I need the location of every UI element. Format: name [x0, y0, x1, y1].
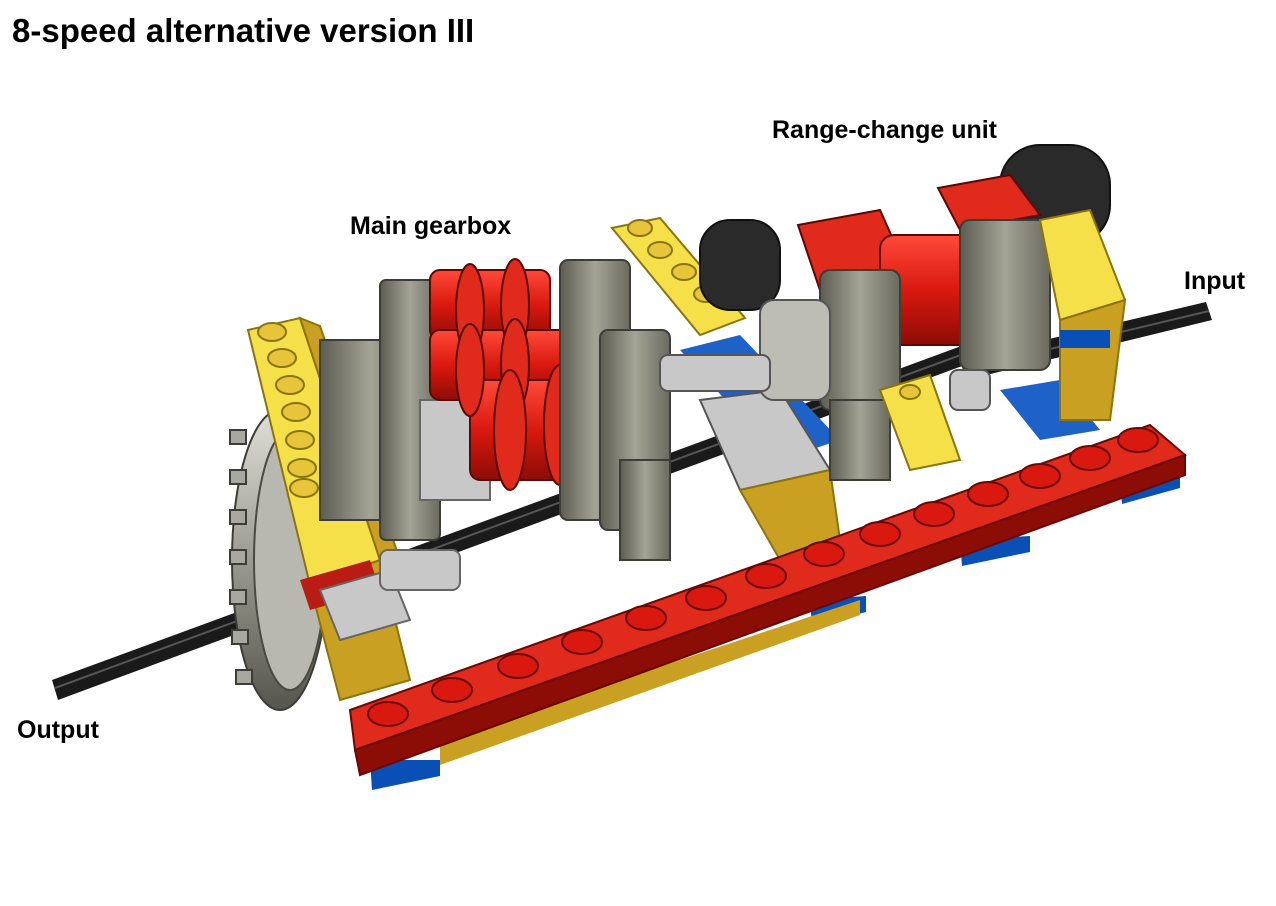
input-label: Input [1184, 267, 1246, 295]
range-change-unit-assembly [659, 144, 1127, 481]
front-red-beam [348, 423, 1187, 777]
range-change-unit-label: Range-change unit [772, 116, 998, 144]
output-label: Output [17, 716, 99, 744]
yellow-base [440, 600, 860, 765]
middle-yellow-beam [610, 216, 842, 562]
main-gearbox-label: Main gearbox [350, 212, 512, 240]
page-title: 8-speed alternative version III [12, 12, 475, 49]
main-gearbox-assembly [319, 258, 671, 591]
